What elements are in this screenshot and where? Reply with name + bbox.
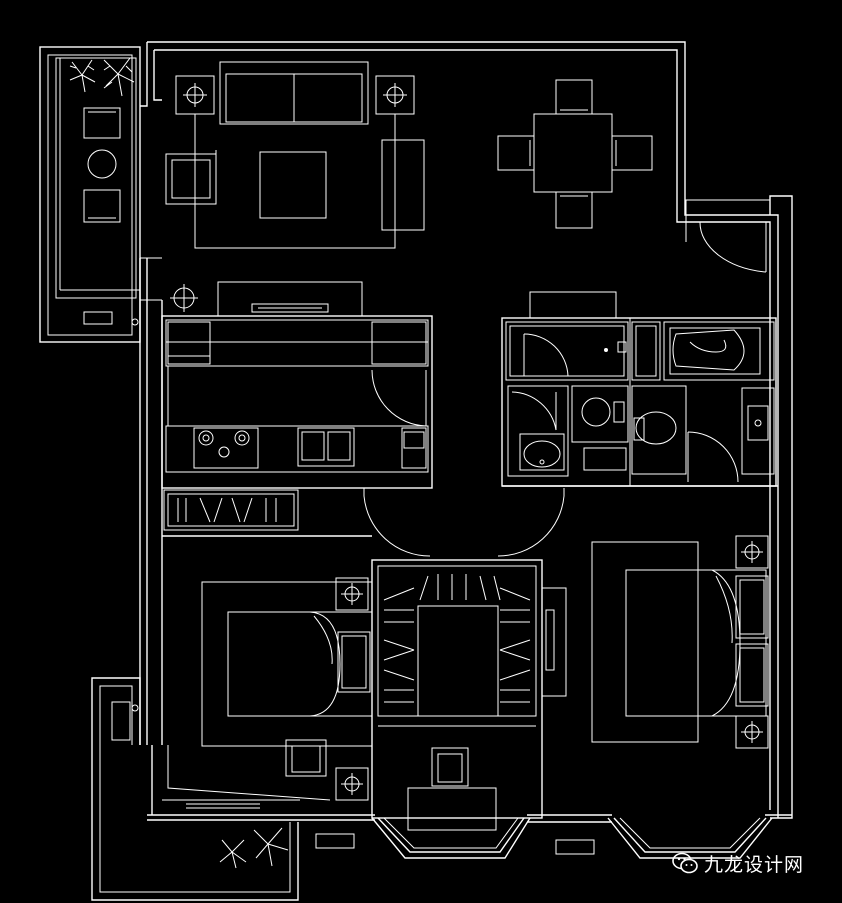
bathroom: [501, 291, 777, 487]
corridor-doors: [162, 485, 778, 557]
wechat-icon: [672, 852, 698, 874]
hall-cabinet: [163, 489, 299, 531]
kitchen: [161, 281, 433, 489]
balcony-top-left: [39, 46, 162, 343]
entrance-door: [685, 199, 771, 273]
living-room: [165, 61, 425, 249]
bedroom-left: [162, 577, 373, 809]
balcony-bottom-left: [91, 677, 595, 901]
exterior-walls: [139, 41, 793, 823]
watermark-text: 九龙设计网: [704, 853, 805, 876]
watermark: 九龙设计网: [672, 848, 804, 878]
dining-area: [497, 79, 653, 229]
bedroom-right: [591, 535, 769, 749]
walk-in-closet: [371, 559, 567, 831]
plant-top-left: [69, 57, 135, 97]
